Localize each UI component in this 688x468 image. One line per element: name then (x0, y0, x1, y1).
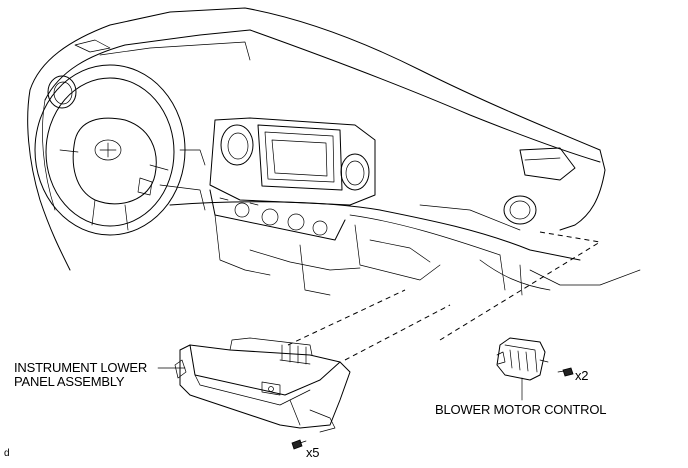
instrument-lower-panel (174, 337, 351, 433)
instrument-panel-label-line2: PANEL ASSEMBLY (14, 374, 125, 389)
dashboard-body (27, 7, 641, 296)
instrument-panel-label-line1: INSTRUMENT LOWER (14, 360, 148, 375)
blower-motor-control (496, 337, 549, 381)
screw-count-panel: x5 (306, 445, 320, 460)
corner-mark: d (4, 448, 10, 459)
guide-lines (287, 231, 601, 361)
screw-icon (291, 439, 307, 450)
steering-wheel (34, 64, 206, 236)
blower-motor-control-label: BLOWER MOTOR CONTROL (435, 402, 607, 417)
center-stack (209, 117, 441, 296)
screw-count-blower: x2 (575, 368, 589, 383)
screw-icon (557, 367, 574, 377)
